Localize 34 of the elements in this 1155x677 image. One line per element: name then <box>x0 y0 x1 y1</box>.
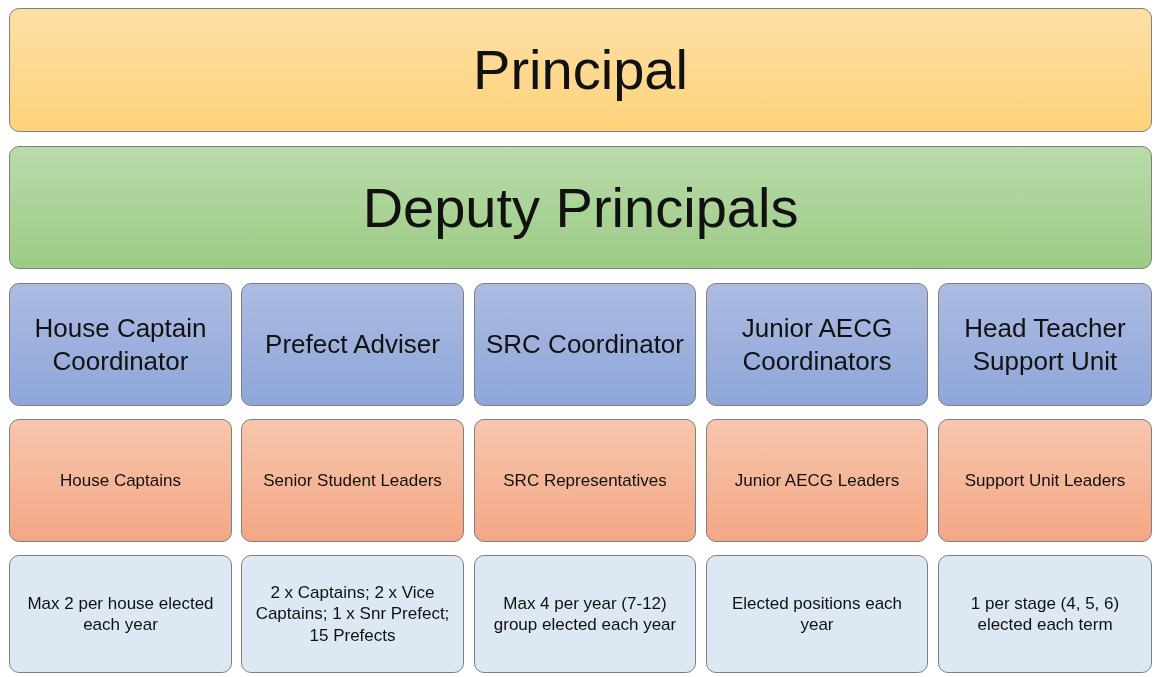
box-label: 1 per stage (4, 5, 6) elected each term <box>969 592 1121 636</box>
box-label: House Captain Coordinator <box>33 312 208 377</box>
box-label: House Captains <box>60 469 181 492</box>
box-label: Prefect Adviser <box>265 328 440 361</box>
note-box <box>706 555 928 673</box>
coordinator-box <box>938 283 1152 406</box>
deputy-box <box>9 146 1152 269</box>
leader-box <box>241 419 464 542</box>
box-label: Junior AECG Leaders <box>734 469 900 492</box>
box-label: Support Unit Leaders <box>964 469 1126 492</box>
note-box <box>241 555 464 673</box>
box-label: SRC Coordinator <box>486 328 684 361</box>
leader-box <box>9 419 232 542</box>
box-label: Max 4 per year (7-12) group elected each year <box>492 592 678 636</box>
box-label: 2 x Captains; 2 x Vice Captains; 1 x Snr Prefect; 15 Prefects <box>254 582 451 646</box>
box-label: Max 2 per house elected each year <box>26 592 215 636</box>
principal-box <box>9 8 1152 132</box>
box-label: Principal <box>473 37 688 103</box>
box-label: Senior Student Leaders <box>263 469 442 492</box>
note-box <box>9 555 232 673</box>
leader-box <box>938 419 1152 542</box>
note-box <box>938 555 1152 673</box>
box-label: Deputy Principals <box>362 174 799 241</box>
box-label: Head Teacher Support Unit <box>963 312 1127 377</box>
box-label: SRC Representatives <box>503 469 667 492</box>
coordinator-box <box>241 283 464 406</box>
leader-box <box>706 419 928 542</box>
note-box <box>474 555 696 673</box>
coordinator-box <box>9 283 232 406</box>
box-label: Junior AECG Coordinators <box>740 312 894 377</box>
leader-box <box>474 419 696 542</box>
coordinator-box <box>706 283 928 406</box>
coordinator-box <box>474 283 696 406</box>
box-label: Elected positions each year <box>730 592 904 636</box>
